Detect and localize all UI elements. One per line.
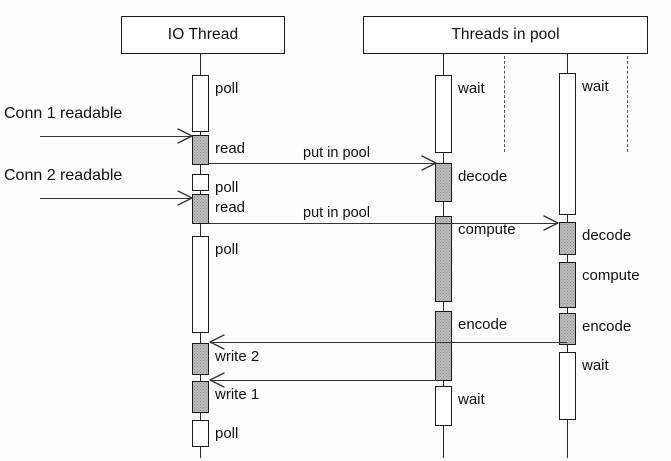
- activation-p1-compute: [435, 216, 452, 302]
- message-label-put-in-pool-2: put in pool: [303, 205, 370, 221]
- message-line-put-in-pool-2: [209, 223, 558, 224]
- activation-io-poll-2: [192, 174, 209, 191]
- activation-label-p1-encode: encode: [458, 316, 508, 333]
- activation-label-io-read-1: read: [215, 140, 246, 157]
- activation-label-p1-wait-1: wait: [458, 80, 485, 97]
- participant-io-thread: IO Thread: [121, 16, 285, 54]
- activation-p3-compute: [559, 262, 576, 308]
- participant-threads-in-pool-label: Threads in pool: [451, 26, 560, 43]
- activation-label-p3-encode: encode: [582, 318, 632, 335]
- activation-p3-wait-2: [559, 352, 576, 420]
- lifeline-pool-2: [504, 56, 505, 152]
- external-label-conn1: Conn 1 readable: [4, 105, 123, 122]
- activation-label-io-write-2: write 2: [215, 348, 260, 365]
- activation-p1-encode: [435, 311, 452, 381]
- message-line-conn1-arrow: [40, 136, 192, 137]
- activation-label-p1-decode: decode: [458, 168, 508, 185]
- activation-io-write-1: [192, 381, 209, 413]
- activation-p1-wait-1: [435, 75, 452, 153]
- activation-label-io-poll-4: poll: [215, 425, 239, 442]
- participant-io-thread-label: IO Thread: [167, 26, 239, 43]
- activation-label-p3-wait-2: wait: [582, 357, 609, 374]
- activation-io-read-1: [192, 135, 209, 165]
- message-line-write-1-ret: [210, 380, 443, 381]
- message-line-write-2-ret: [210, 342, 567, 343]
- message-line-conn2-arrow: [40, 198, 192, 199]
- activation-label-p3-decode: decode: [582, 227, 632, 244]
- activation-label-p3-compute: compute: [582, 267, 640, 284]
- activation-label-p1-wait-2: wait: [458, 391, 485, 408]
- activation-label-io-poll-1: poll: [215, 80, 239, 97]
- activation-p3-decode: [559, 222, 576, 255]
- activation-label-io-read-2: read: [215, 199, 246, 216]
- participant-threads-in-pool: Threads in pool: [363, 16, 648, 54]
- message-line-put-in-pool-1: [209, 163, 436, 164]
- activation-label-p3-wait-1: wait: [582, 78, 609, 95]
- activation-p3-encode: [559, 313, 576, 345]
- activation-label-io-poll-3: poll: [215, 241, 239, 258]
- activation-label-io-poll-2: poll: [215, 179, 239, 196]
- message-label-put-in-pool-1: put in pool: [303, 145, 370, 161]
- activation-io-poll-3: [192, 236, 209, 333]
- activation-p1-decode: [435, 163, 452, 202]
- activation-io-poll-4: [192, 420, 209, 447]
- lifeline-pool-3: [567, 54, 568, 458]
- activation-io-poll-1: [192, 75, 209, 132]
- lifeline-pool-4: [627, 56, 628, 152]
- activation-p1-wait-2: [435, 386, 452, 426]
- external-label-conn2: Conn 2 readable: [4, 167, 123, 184]
- activation-io-write-2: [192, 343, 209, 375]
- activation-p3-wait-1: [559, 73, 576, 215]
- activation-io-read-2: [192, 194, 209, 224]
- activation-label-io-write-1: write 1: [215, 386, 260, 403]
- activation-label-p1-compute: compute: [458, 221, 516, 238]
